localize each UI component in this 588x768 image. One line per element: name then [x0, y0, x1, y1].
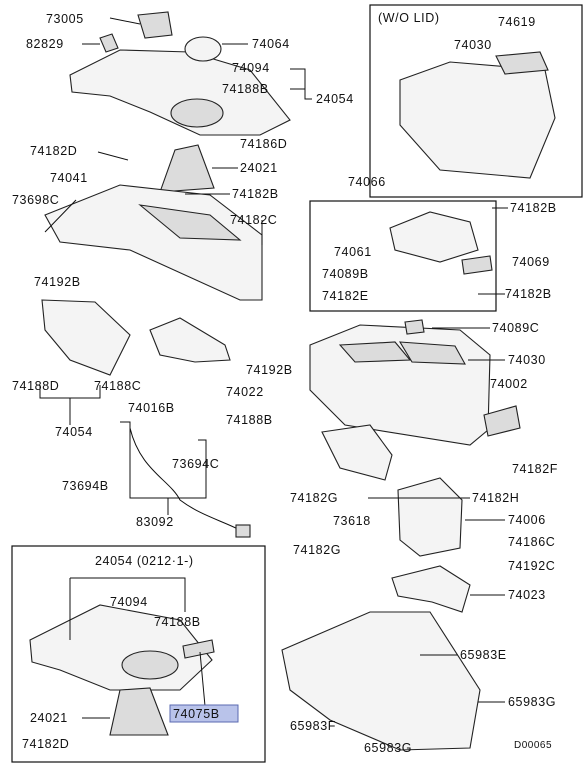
clip-82829-part: [99, 33, 119, 53]
leader-alt-24054-b: [70, 577, 186, 612]
label-74182B-b[interactable]: 74182B: [510, 201, 557, 215]
footer-code: D00065: [514, 740, 552, 751]
side-panel-74054-part: [41, 299, 131, 376]
label-74064[interactable]: 74064: [252, 37, 290, 51]
console-cavity-part: [138, 204, 242, 241]
label-74089B[interactable]: 74089B: [322, 267, 369, 281]
lid-74066-part: [389, 211, 479, 263]
cup-ring-part: [170, 98, 224, 128]
label-74619[interactable]: 74619: [498, 15, 536, 29]
label-74030-top[interactable]: 74030: [454, 38, 492, 52]
label-74192B-a[interactable]: 74192B: [34, 275, 81, 289]
box-74006-part: [397, 477, 463, 557]
label-73694C[interactable]: 73694C: [172, 457, 219, 471]
label-74186D[interactable]: 74186D: [240, 137, 287, 151]
cap-73005-part: [137, 11, 173, 39]
label-74182G-a[interactable]: 74182G: [290, 491, 338, 505]
label-74023[interactable]: 74023: [508, 588, 546, 602]
alt-cup-ring-part: [121, 650, 179, 680]
box-bottom-title: 24054 (0212·1-): [95, 554, 194, 568]
label-74188B-mid[interactable]: 74188B: [226, 413, 273, 427]
label-74188D[interactable]: 74188D: [12, 379, 59, 393]
label-74188C[interactable]: 74188C: [94, 379, 141, 393]
hinge-74069-part: [461, 255, 493, 275]
label-74089C[interactable]: 74089C: [492, 321, 539, 335]
harness-wire: [129, 427, 241, 531]
label-74054[interactable]: 74054: [55, 425, 93, 439]
label-82829[interactable]: 82829: [26, 37, 64, 51]
box-alt-panel: [11, 545, 266, 763]
label-73618[interactable]: 73618: [333, 514, 371, 528]
leader-73005: [109, 17, 141, 25]
label-74066[interactable]: 74066: [348, 175, 386, 189]
harness-connector: [235, 524, 251, 538]
label-73698C[interactable]: 73698C: [12, 193, 59, 207]
label-24021-top[interactable]: 24021: [240, 161, 278, 175]
cup-holder-73618-part: [321, 424, 393, 481]
console-74041-part: [44, 184, 263, 301]
ring-74064-part: [184, 36, 222, 62]
label-73005[interactable]: 73005: [46, 12, 84, 26]
label-74188B-b[interactable]: 74188B: [154, 615, 201, 629]
label-74182B-a[interactable]: 74182B: [232, 187, 279, 201]
label-74186C[interactable]: 74186C: [508, 535, 555, 549]
alt-boot-part: [109, 687, 169, 736]
label-24021-b[interactable]: 24021: [30, 711, 68, 725]
label-74182H[interactable]: 74182H: [472, 491, 519, 505]
label-74188B-top[interactable]: 74188B: [222, 82, 269, 96]
label-74030-mid[interactable]: 74030: [508, 353, 546, 367]
plate-74075B-part: [182, 639, 215, 659]
bracket-74023-part: [391, 565, 471, 613]
label-74094-b[interactable]: 74094: [110, 595, 148, 609]
box-wo-lid-title: (W/O LID): [378, 11, 440, 25]
clip-74089C-part: [404, 319, 425, 335]
label-74006[interactable]: 74006: [508, 513, 546, 527]
leader-74182D: [97, 151, 129, 161]
label-74016B[interactable]: 74016B: [128, 401, 175, 415]
label-74022[interactable]: 74022: [226, 385, 264, 399]
label-74002[interactable]: 74002: [490, 377, 528, 391]
label-74182E[interactable]: 74182E: [322, 289, 369, 303]
box-without-lid: [369, 4, 583, 198]
label-83092[interactable]: 83092: [136, 515, 174, 529]
pad-74619-part: [495, 51, 549, 75]
console-74030-cavity-a: [338, 341, 412, 363]
leader-73698C: [44, 199, 77, 233]
highlight-74075B: [169, 704, 239, 723]
box-lid-assembly: [309, 200, 497, 312]
insert-74002-part: [483, 405, 521, 437]
label-24054[interactable]: 24054: [316, 92, 354, 106]
console-74030-cavity-b: [398, 341, 466, 365]
label-74192B-b[interactable]: 74192B: [246, 363, 293, 377]
label-74182F[interactable]: 74182F: [512, 462, 558, 476]
boot-24021-part: [159, 144, 215, 193]
label-74182G-b[interactable]: 74182G: [293, 543, 341, 557]
label-74182B-c[interactable]: 74182B: [505, 287, 552, 301]
label-65983G-a[interactable]: 65983G: [508, 695, 556, 709]
label-65983G-b[interactable]: 65983G: [364, 741, 412, 755]
label-74069[interactable]: 74069: [512, 255, 550, 269]
label-74192C[interactable]: 74192C: [508, 559, 555, 573]
label-65983F[interactable]: 65983F: [290, 719, 336, 733]
label-74182D-b[interactable]: 74182D: [22, 737, 69, 751]
leader-24054-bracket: [290, 68, 312, 100]
top-cover-part: [69, 49, 291, 136]
label-74041[interactable]: 74041: [50, 171, 88, 185]
label-74094[interactable]: 74094: [232, 61, 270, 75]
console-wo-lid-part: [399, 61, 556, 179]
label-74182D-a[interactable]: 74182D: [30, 144, 77, 158]
label-74061[interactable]: 74061: [334, 245, 372, 259]
leader-74075B: [199, 651, 206, 707]
panel-65983-part: [281, 611, 481, 751]
label-65983E[interactable]: 65983E: [460, 648, 507, 662]
label-73694B[interactable]: 73694B: [62, 479, 109, 493]
bracket-74022-part: [149, 317, 231, 363]
label-74075B[interactable]: 74075B: [173, 707, 220, 721]
label-74182C[interactable]: 74182C: [230, 213, 277, 227]
